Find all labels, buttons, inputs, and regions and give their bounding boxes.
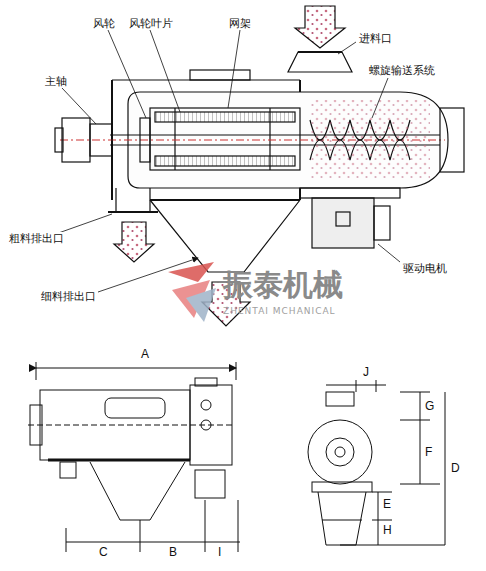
- dimension-letter: B: [168, 546, 178, 559]
- watermark: ZHENTAI MCHANICAL: [222, 306, 337, 317]
- part-label: 螺旋输送系统: [368, 64, 436, 77]
- dimension-letter: E: [382, 498, 392, 511]
- dimension-letter: H: [382, 524, 393, 537]
- dimension-letter: A: [140, 348, 150, 361]
- part-label: 驱动电机: [402, 262, 448, 275]
- part-label: 网架: [228, 17, 252, 30]
- part-label: 进料口: [358, 32, 393, 45]
- dimension-letter: F: [424, 446, 433, 459]
- part-label: 风轮叶片: [128, 17, 174, 30]
- dimension-letter: D: [450, 462, 461, 475]
- part-label: 主轴: [44, 75, 68, 88]
- dimension-letter: I: [217, 546, 222, 559]
- watermark: 振泰机械: [222, 268, 344, 302]
- dimension-letter: G: [424, 400, 435, 413]
- dimension-letter: J: [362, 366, 370, 379]
- part-label: 风轮: [92, 17, 116, 30]
- dimension-letter: C: [98, 546, 109, 559]
- part-label: 细料排出口: [40, 290, 97, 303]
- part-label: 粗料排出口: [8, 232, 65, 245]
